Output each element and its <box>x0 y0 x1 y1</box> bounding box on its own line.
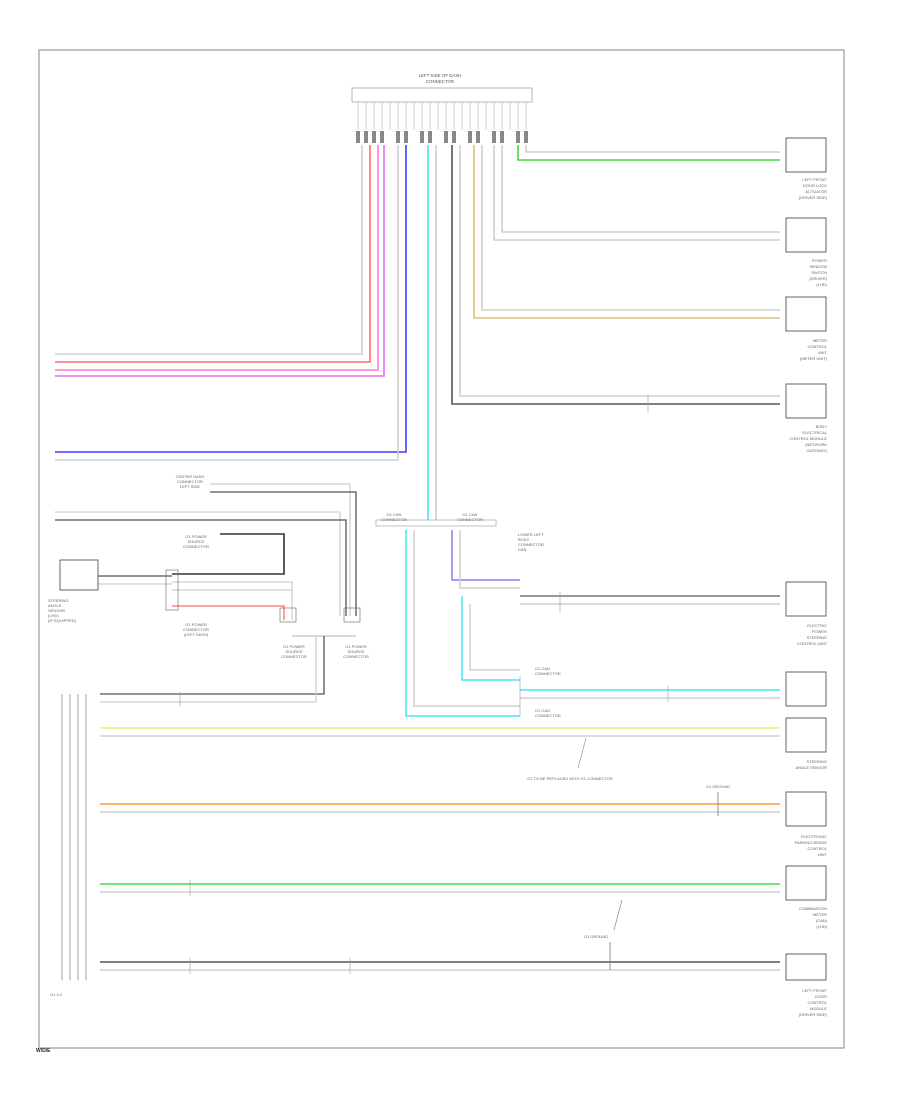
top-connector: LEFT SIDE OF DASH CONNECTOR <box>351 73 533 143</box>
wire-gray-4 <box>459 145 780 397</box>
svg-text:G1 GROUND: G1 GROUND <box>706 784 730 789</box>
ground-callouts: G1 GROUND G1 GROUND <box>584 784 730 970</box>
can-section <box>375 519 780 717</box>
wire-red <box>55 145 371 363</box>
component-box-5 <box>785 581 827 617</box>
component-box-3 <box>785 296 827 332</box>
component-box-7 <box>785 717 827 753</box>
right-component-boxes <box>785 137 827 981</box>
component-box-1 <box>785 137 827 173</box>
diagram-frame <box>38 49 845 1049</box>
svg-text:G1 GROUND: G1 GROUND <box>584 934 608 939</box>
top-connector-sublabel: CONNECTOR <box>426 79 454 84</box>
lower-wire-runs <box>100 727 780 971</box>
power-section <box>55 483 357 703</box>
wire-gray-5 <box>481 145 780 311</box>
connector-ticks <box>179 396 669 974</box>
left-bus <box>61 694 87 980</box>
svg-text:G1 TO BE REPLACED WITH G1 CONN: G1 TO BE REPLACED WITH G1 CONNECTOR <box>527 776 613 781</box>
component-box-9 <box>785 865 827 901</box>
component-box-4 <box>785 383 827 419</box>
top-wire-bundle <box>55 145 780 520</box>
wire-gray-2 <box>55 145 399 461</box>
wire-gray-1 <box>55 145 363 355</box>
wire-gray-6 <box>493 145 780 241</box>
wire-blue <box>55 145 407 453</box>
left-edge-label: G1 0-2 <box>50 992 63 997</box>
wire-tan <box>473 145 780 319</box>
wire-gray-8 <box>525 145 780 153</box>
component-box-2 <box>785 217 827 253</box>
component-box-8 <box>785 791 827 827</box>
top-connector-label: LEFT SIDE OF DASH <box>419 73 462 78</box>
left-component-box <box>59 559 99 591</box>
power-section-parts <box>59 559 361 623</box>
wire-violet <box>55 145 385 377</box>
page-mark: W/D/E <box>36 1048 51 1054</box>
wire-green-top <box>517 145 780 161</box>
wire-gray-7 <box>501 145 780 233</box>
wire-black-1 <box>451 145 780 405</box>
component-box-6 <box>785 671 827 707</box>
wire-pink <box>55 145 379 371</box>
component-box-10 <box>785 953 827 981</box>
